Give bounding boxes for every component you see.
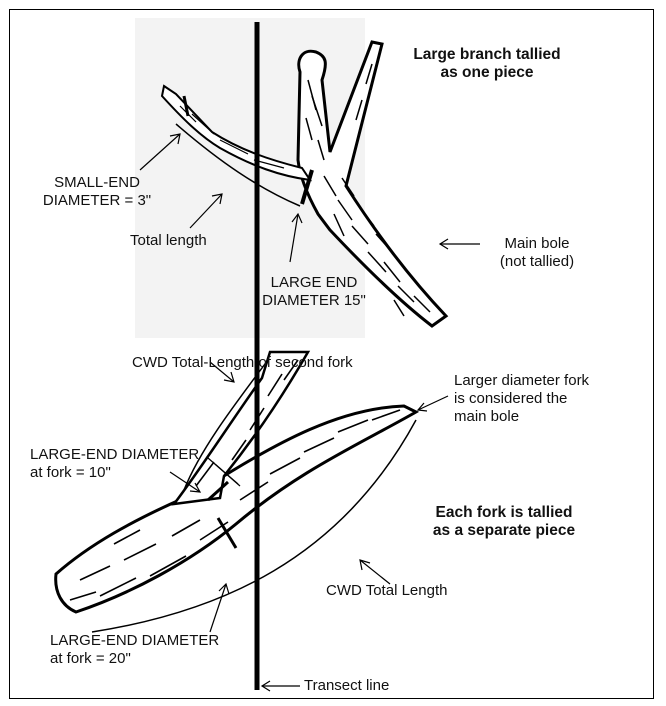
small-end-diameter-label: SMALL-END DIAMETER = 3" bbox=[22, 174, 172, 210]
transect-line-label: Transect line bbox=[304, 677, 389, 695]
large-end-diameter-15-label: LARGE END DIAMETER 15" bbox=[258, 274, 370, 310]
total-length-label: Total length bbox=[130, 232, 207, 250]
larger-fork-label: Larger diameter fork is considered the m… bbox=[454, 372, 589, 426]
main-bole-label: Main bole (not tallied) bbox=[482, 235, 592, 271]
bottom-heading: Each fork is tallied as a separate piece bbox=[404, 504, 604, 540]
top-heading: Large branch tallied as one piece bbox=[392, 46, 582, 82]
large-end-diameter-10-label: LARGE-END DIAMETER at fork = 10" bbox=[30, 446, 199, 482]
cwd-total-length-label: CWD Total Length bbox=[326, 582, 447, 600]
second-fork-length-label: CWD Total-Length of second fork bbox=[132, 354, 353, 372]
large-end-diameter-20-label: LARGE-END DIAMETER at fork = 20" bbox=[50, 632, 219, 668]
